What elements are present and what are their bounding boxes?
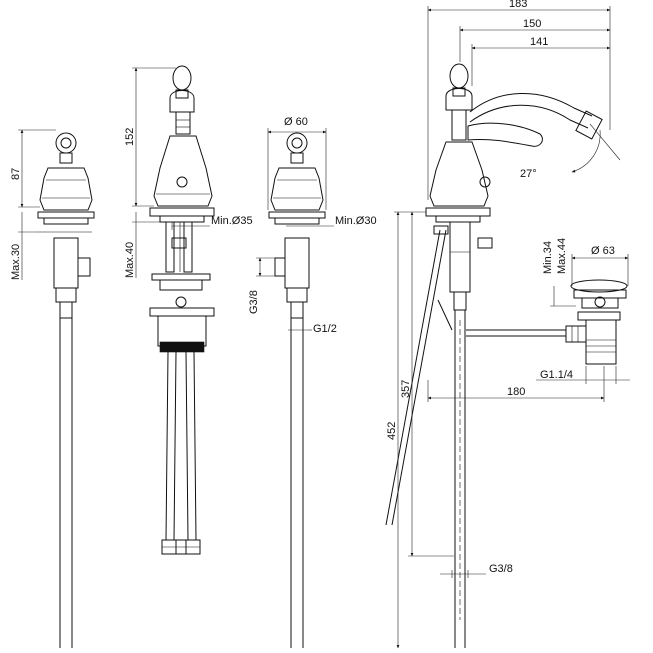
- view-front-drain: 152 Max.40 Min.Ø35: [124, 65, 253, 555]
- dim-152: 152: [124, 128, 136, 146]
- dim-180: 180: [507, 386, 525, 398]
- dim-g38-bottom: G3/8: [489, 563, 513, 575]
- dim-min35: Min.Ø35: [211, 215, 253, 227]
- dim-141: 141: [530, 36, 548, 48]
- dim-357: 357: [400, 380, 412, 398]
- dim-g12: G1/2: [313, 323, 337, 335]
- dim-452: 452: [386, 422, 398, 440]
- dim-angle27: 27°: [520, 168, 537, 180]
- dim-183: 183: [509, 0, 527, 10]
- view-side-left: 87 Max.30: [10, 129, 95, 648]
- dim-max40: Max.40: [124, 242, 136, 278]
- dim-min30: Min.Ø30: [335, 215, 377, 227]
- dim-min34: Min.34: [542, 241, 554, 274]
- view-side-middle: Ø 60 Min.Ø30 G3/8 G1/2: [248, 116, 377, 648]
- view-full-side: 27°: [385, 0, 630, 649]
- dim-g38-side: G3/8: [248, 290, 260, 314]
- dim-87: 87: [10, 168, 22, 180]
- dim-max44: Max.44: [556, 238, 568, 274]
- dim-150: 150: [523, 18, 541, 30]
- dim-max30: Max.30: [10, 244, 22, 280]
- dim-dia63: Ø 63: [591, 245, 615, 257]
- dim-g114: G1.1/4: [540, 369, 573, 381]
- dim-dia60: Ø 60: [284, 116, 308, 128]
